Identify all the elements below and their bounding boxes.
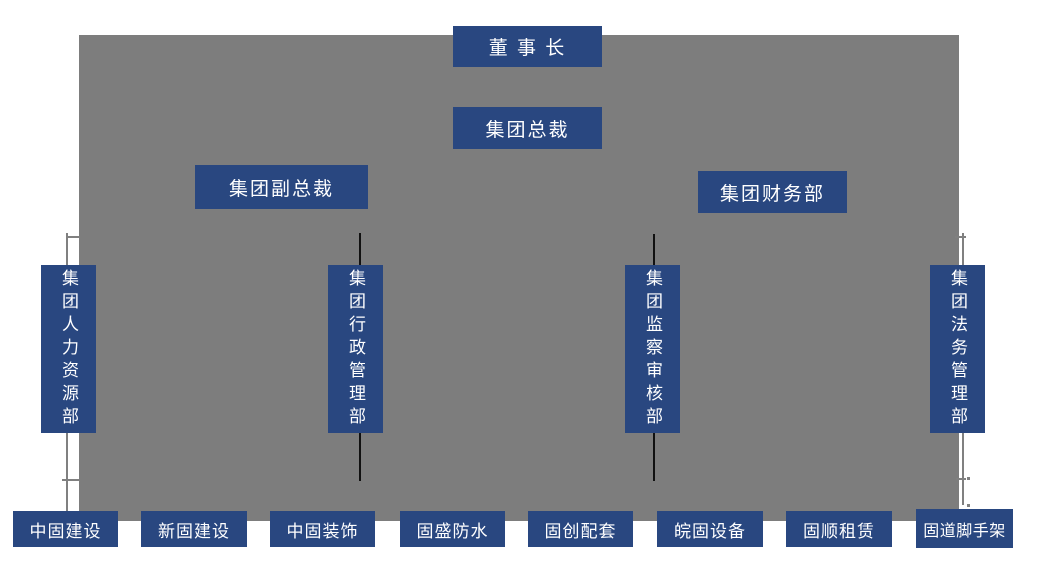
connector-line-audit-top	[653, 234, 655, 266]
connector-tick-left-top	[66, 236, 80, 238]
node-subsidiary: 固顺租赁	[786, 511, 892, 547]
connector-dot-right-bottom	[967, 504, 970, 507]
node-subsidiary: 新固建设	[141, 511, 247, 547]
node-group-vice-president: 集团副总裁	[195, 165, 368, 209]
node-group-finance-dept: 集团财务部	[698, 171, 847, 213]
node-chairman: 董 事 长	[453, 26, 602, 67]
connector-line-audit-bottom	[653, 433, 655, 481]
connector-tick-left-mid	[62, 479, 80, 481]
node-dept-administration: 集团行政管理部	[328, 265, 383, 433]
connector-tick-right-mid	[956, 478, 966, 480]
node-subsidiary: 中固装饰	[270, 511, 375, 547]
node-subsidiary: 固创配套	[528, 511, 633, 547]
node-dept-supervision-audit: 集团监察审核部	[625, 265, 680, 433]
node-subsidiary: 固盛防水	[400, 511, 505, 547]
connector-line-admin-bottom	[359, 433, 361, 481]
node-subsidiary: 皖固设备	[657, 511, 763, 547]
node-subsidiary: 中固建设	[13, 511, 118, 547]
node-subsidiary: 固道脚手架	[916, 509, 1013, 548]
connector-dot-right-mid	[967, 477, 970, 480]
node-dept-legal: 集团法务管理部	[930, 265, 985, 433]
connector-line-admin-top	[359, 233, 361, 266]
node-group-president: 集团总裁	[453, 107, 602, 149]
node-dept-human-resources: 集团人力资源部	[41, 265, 96, 433]
connector-tick-right-top	[955, 236, 966, 238]
